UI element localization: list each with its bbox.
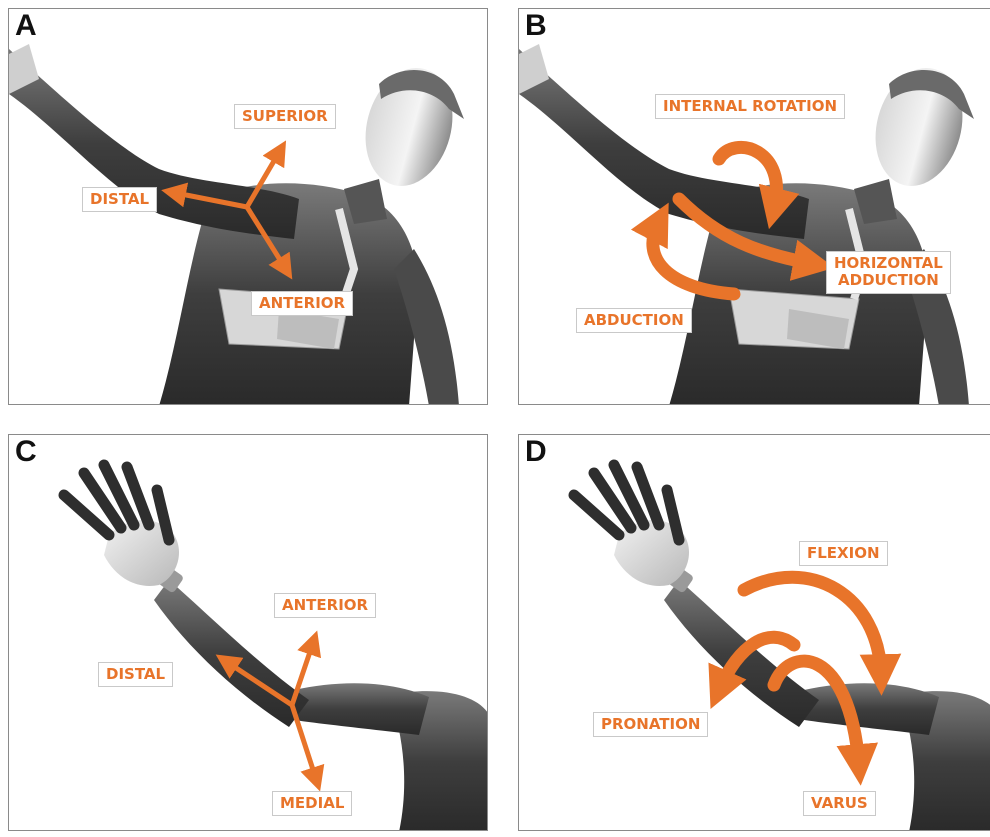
panel-letter: C: [15, 437, 37, 467]
label-anterior: ANTERIOR: [274, 593, 376, 618]
panel-letter: A: [15, 11, 37, 41]
label-distal: DISTAL: [82, 187, 157, 212]
elbow-figure: [9, 435, 488, 831]
panel-b: B INTERNAL ROTATION HORIZONTAL ADDUCTION…: [518, 8, 990, 405]
label-abduction: ABDUCTION: [576, 308, 692, 333]
shoulder-figure: [9, 9, 488, 405]
label-superior: SUPERIOR: [234, 104, 336, 129]
label-internal-rotation: INTERNAL ROTATION: [655, 94, 845, 119]
label-anterior: ANTERIOR: [251, 291, 353, 316]
label-distal: DISTAL: [98, 662, 173, 687]
label-varus: VARUS: [803, 791, 876, 816]
label-line-2: ADDUCTION: [834, 272, 943, 289]
shoulder-figure: [519, 9, 990, 405]
panel-letter: D: [525, 437, 547, 467]
panel-c: C ANTERIOR DISTAL MEDIAL: [8, 434, 488, 831]
label-pronation: PRONATION: [593, 712, 708, 737]
label-medial: MEDIAL: [272, 791, 352, 816]
panel-d: D FLEXION PRONATION VARUS: [518, 434, 990, 831]
label-flexion: FLEXION: [799, 541, 888, 566]
label-line-1: HORIZONTAL: [834, 255, 943, 272]
label-horizontal-adduction: HORIZONTAL ADDUCTION: [826, 251, 951, 294]
panel-letter: B: [525, 11, 547, 41]
panel-a: A SUPERIOR DISTAL ANTERIOR: [8, 8, 488, 405]
elbow-figure: [519, 435, 990, 831]
